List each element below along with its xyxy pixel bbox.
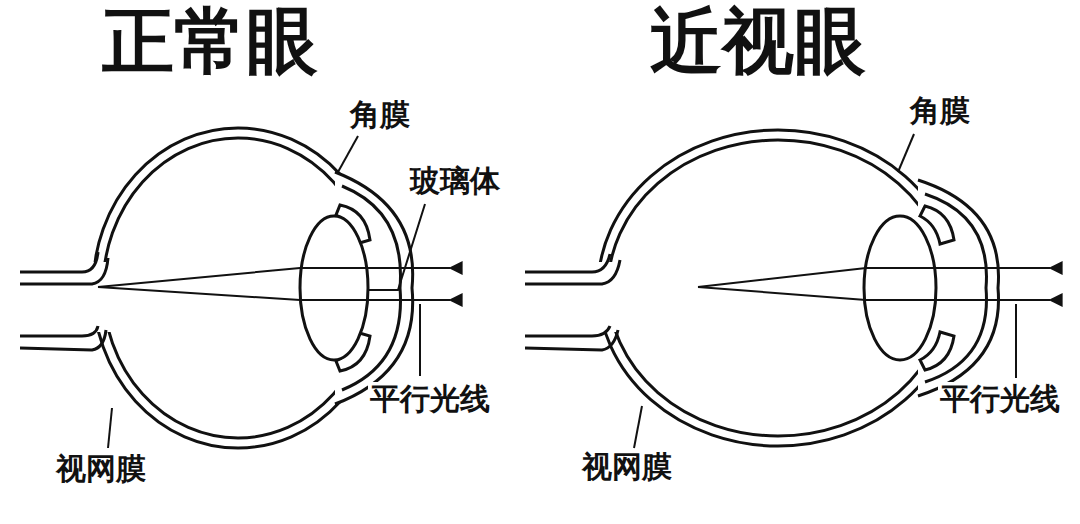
heading: 正常眼: [100, 2, 320, 81]
part-label: 玻璃体: [408, 164, 502, 197]
heading: 近视眼: [648, 2, 868, 81]
part-label: 平行光线: [368, 382, 492, 415]
part-label: 角膜: [348, 98, 412, 131]
part-label: 视网膜: [580, 450, 674, 483]
part-label: 视网膜: [54, 452, 148, 485]
part-label: 角膜: [908, 94, 972, 127]
part-label: 平行光线: [938, 382, 1062, 415]
